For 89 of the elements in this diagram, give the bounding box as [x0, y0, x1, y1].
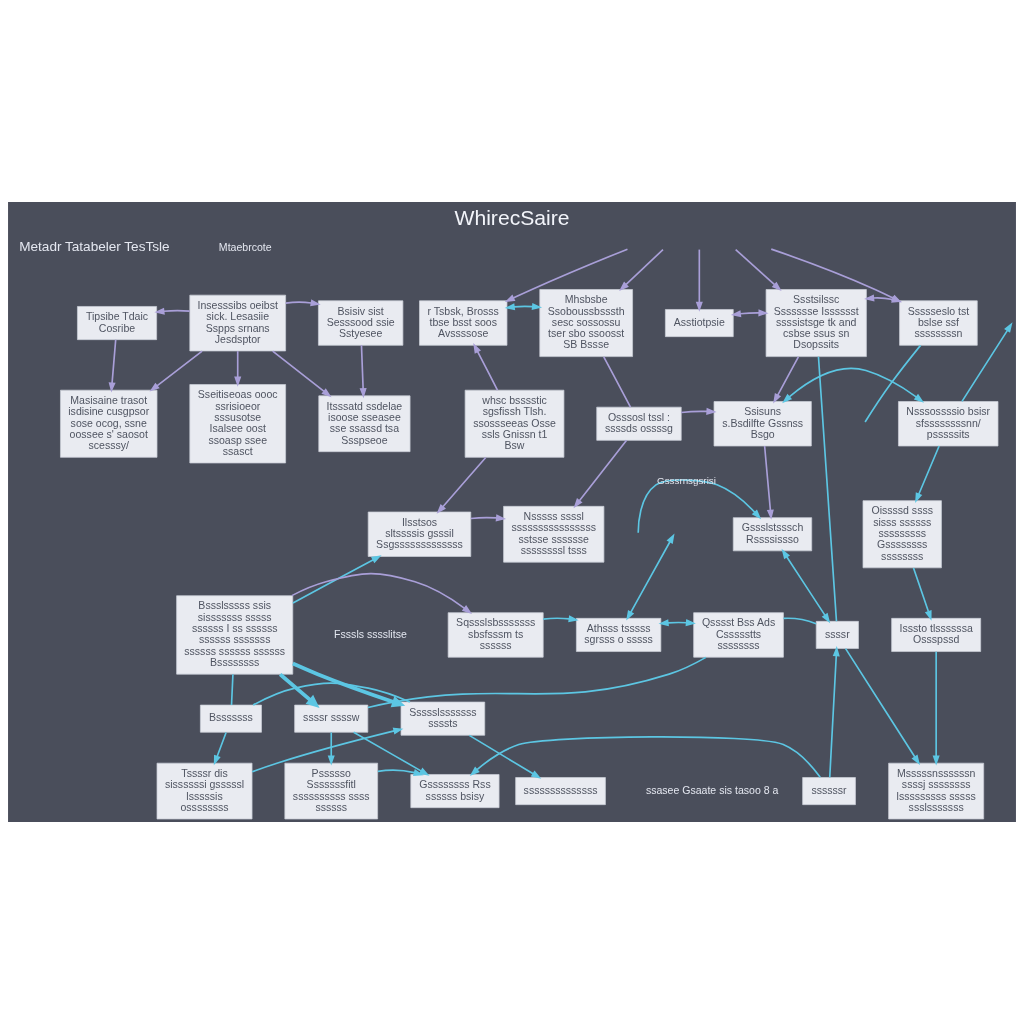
- arrow: [695, 248, 703, 312]
- arrow: [781, 548, 831, 624]
- arrow: [619, 248, 664, 292]
- node-box: ssssssssssssss: [515, 777, 606, 806]
- arrow: [149, 350, 203, 392]
- arrow: [352, 731, 430, 776]
- connector: [367, 656, 707, 709]
- arrow: [468, 734, 542, 779]
- arrow: [213, 731, 227, 766]
- node-box: Isssto tlssssssa Ossspssd: [891, 617, 982, 652]
- node-box: Sqssslsbsssssss sbsfsssm ts ssssss: [447, 612, 544, 658]
- arrow: [284, 299, 321, 307]
- node-box: ssssr ssssw: [294, 704, 369, 733]
- node-box: Msssssnssssssn ssssj ssssssss lsssssssss sssss ssslsssssss: [888, 762, 985, 820]
- node-box: Asstiotpsie: [665, 309, 734, 337]
- label: Fsssls sssslitse: [334, 627, 407, 640]
- connector: [864, 344, 922, 423]
- arrow: [763, 445, 774, 520]
- node-box: Ssisuns s.Bsdilfte Gssnss Bsgo: [713, 401, 812, 447]
- arrow: [271, 350, 332, 398]
- arrow: [108, 338, 117, 393]
- node-box: whsc bsssstic sgsfissh Tlsh. ssossseeas Osse ssls Gnissn t1 Bsw: [464, 389, 565, 458]
- node-box: Bsssssss: [200, 704, 262, 733]
- arrow: [637, 479, 762, 534]
- arrow: [251, 727, 404, 773]
- arrow: [680, 407, 717, 415]
- node-box: Tssssr dis sissssssi gsssssl lsssssis ossssssss: [156, 762, 253, 820]
- node-box: Masisaine trasot isdisine cusgpsor sose ocog, ssne oossee s' saosot scesssy/: [60, 389, 158, 458]
- node-box: Nsssss ssssl ssssssssssssssss sstsse sssssse ssssssssl tsss: [503, 505, 605, 563]
- node-box: Mhsbsbe Ssoboussbsssth sesc sossossu tser sbo ssoosst SB Bssse: [539, 289, 633, 357]
- connector: [230, 673, 234, 706]
- arrow: [473, 343, 499, 391]
- node-box: Itsssatd ssdelae isoose sseasee sse ssassd tsa Ssspseoe: [318, 395, 411, 453]
- arrow: [961, 322, 1013, 403]
- arrow: [470, 514, 507, 522]
- node-box: Insesssibs oeibst sick. Lesasiie Sspps srnans Jesdsptor: [189, 294, 286, 352]
- arrow: [932, 650, 940, 766]
- node-box: Ssstsilssc Ssssssse Isssssst ssssistsge tk and csbse ssus sn Dsopssits: [765, 289, 867, 357]
- arrow: [782, 367, 925, 404]
- arrow: [292, 661, 406, 708]
- arrow: [504, 248, 629, 303]
- arrow: [359, 344, 367, 399]
- diagram-title: WhirecSaire: [454, 205, 570, 229]
- connector: [602, 356, 632, 408]
- node-box: Ssssslsssssss ssssts: [400, 701, 486, 736]
- node-box: Oissssd ssss sisss ssssss sssssssss Gssssssss ssssssss: [862, 500, 942, 569]
- node-box: Pssssso Sssssssfitl ssssssssss ssss ssssss: [284, 762, 378, 820]
- arrow: [912, 567, 932, 621]
- label: Metadr Tatabeler TesTsle: [19, 239, 170, 255]
- arrow: [292, 555, 382, 604]
- node-box: Ssssseslo tst bslse ssf ssssssssn: [899, 300, 978, 346]
- node-box: Tipsibe Tdaic Cosribe: [77, 306, 157, 341]
- arrow: [844, 647, 920, 766]
- arrow: [730, 309, 769, 318]
- node-box: Bsisiv sist Sesssood ssie Sstyesee: [318, 300, 404, 346]
- node-box: ssssssr: [802, 777, 856, 806]
- node-box: ssssr: [815, 621, 859, 649]
- arrow: [469, 736, 822, 779]
- arrow: [436, 456, 487, 514]
- arrow: [915, 445, 940, 503]
- arrow: [154, 307, 191, 315]
- arrow: [377, 769, 424, 776]
- arrow: [573, 439, 628, 509]
- node-box: r Tsbsk, Brosss tbse bsst soos Avssssose: [419, 300, 508, 346]
- node-box: Bssslsssss ssis sisssssss sssss ssssss I ss ssssss ssssss sssssss ssssss ssssss ssssss Bssssssss: [176, 595, 294, 675]
- node-box: Gssslstsssch Rssssissso: [732, 517, 813, 552]
- arrow: [542, 615, 579, 623]
- node-box: Nsssossssio bsisr sfssssssssnn/ psssssits: [898, 401, 999, 447]
- arrow: [773, 356, 800, 404]
- node-box: Osssosl tssl : ssssds ossssg: [596, 406, 682, 441]
- arrow: [658, 619, 696, 627]
- node-box: Gssssssss Rss ssssss bsisy: [410, 774, 500, 809]
- arrow: [291, 572, 473, 614]
- arrow: [278, 672, 320, 708]
- arrow: [234, 350, 242, 387]
- arrow: [828, 646, 840, 779]
- connector: [817, 355, 838, 623]
- arrow: [327, 731, 335, 766]
- arrow: [626, 533, 675, 621]
- node-box: Ilsstsos sltssssis gsssil Ssgsssssssssssss: [367, 511, 472, 557]
- node-box: Sseitiseoas oooc ssrisioeor sssusotse Isalsee oost ssoasp ssee ssasct: [189, 384, 286, 464]
- label: ssasee Gsaate sis tasoo 8 a: [645, 783, 779, 796]
- arrow: [734, 248, 782, 292]
- connector: [252, 682, 411, 706]
- node-box: Qsssst Bss Ads Cssssstts ssssssss: [693, 612, 784, 658]
- node-box: Athsss tsssss sgrsss o sssss: [576, 617, 662, 652]
- connector: [782, 617, 817, 625]
- label: Mtaebrcote: [218, 240, 272, 253]
- arrow: [504, 303, 543, 311]
